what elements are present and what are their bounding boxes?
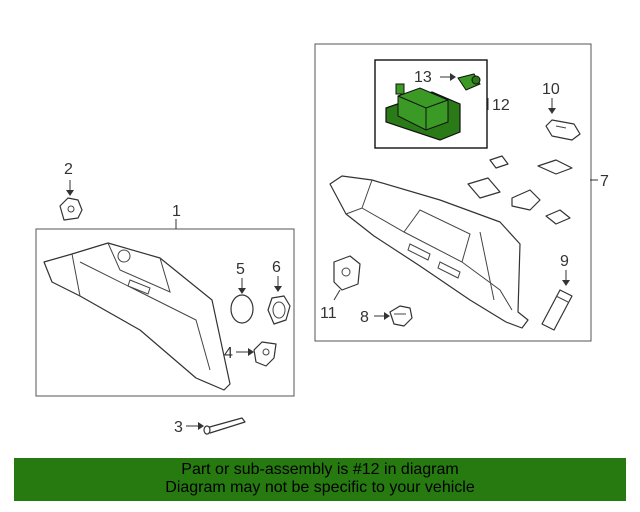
cylinder-part-13 [457,73,481,91]
glove-box-bin [329,175,529,329]
left-group-frame [35,228,295,397]
callout-13: 13 [414,69,432,86]
callout-11: 11 [320,305,337,322]
fitment-note-banner: Part or sub-assembly is #12 in diagram D… [14,458,626,501]
latch-part-10 [545,119,581,141]
bracket-part-4 [253,341,277,367]
pad-part-5 [230,294,254,324]
damper-part-9 [541,289,573,331]
part-12-highlight-frame [374,59,488,149]
screw-part-8 [389,305,413,327]
clip-part-2 [59,197,83,221]
lock-part-12 [385,83,461,141]
callout-10: 10 [542,81,560,98]
fitment-note-line-1: Part or sub-assembly is #12 in diagram [181,461,459,478]
glove-box-door [43,242,231,391]
callout-5: 5 [236,261,245,278]
small-part-cap [489,155,509,169]
callout-2: 2 [64,161,73,178]
small-part-bolt [511,189,541,211]
small-part-block [545,209,571,225]
ring-part-6 [267,295,291,325]
callout-4: 4 [224,345,233,362]
callout-6: 6 [272,259,281,276]
callout-1: 1 [172,203,181,220]
plate-part-11 [333,255,361,291]
right-group-frame [314,43,592,342]
callout-3: 3 [174,419,183,436]
fitment-note-line-2: Diagram may not be specific to your vehi… [165,479,475,496]
pin-part-3 [203,417,246,435]
callout-9: 9 [560,253,569,270]
small-part-wedge [537,159,573,175]
callout-12: 12 [492,97,510,114]
callout-8: 8 [360,309,369,326]
callout-7: 7 [600,173,609,190]
small-part-bumper [467,177,501,199]
